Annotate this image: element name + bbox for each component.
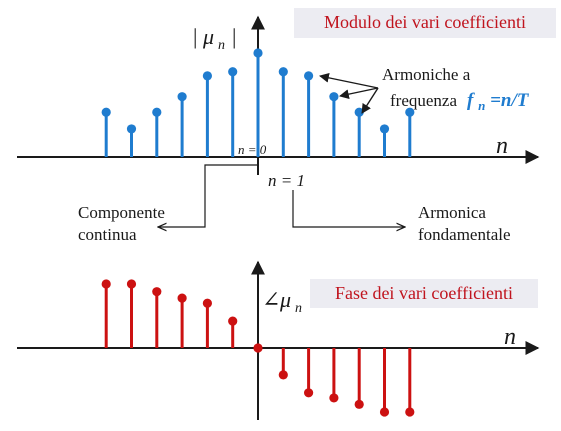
dc-label: Componente continua — [78, 203, 169, 244]
phase-panel: Fase dei vari coefficienti ∠ μ n n — [17, 260, 540, 420]
phase-title: Fase dei vari coefficienti — [335, 283, 513, 303]
phase-point-6 — [405, 407, 415, 417]
magnitude-stems — [101, 48, 415, 157]
magnitude-title: Modulo dei vari coefficienti — [324, 12, 526, 32]
magnitude-point-3 — [329, 92, 339, 102]
fundamental-arrow — [292, 190, 405, 227]
magnitude-title-box — [294, 8, 556, 38]
harmonics-formula: f n =n/T — [467, 90, 530, 115]
magnitude-x-label: n — [496, 133, 508, 159]
phase-point--3 — [177, 293, 187, 303]
harmonics-arrow-1 — [319, 72, 379, 89]
magnitude-point--5 — [126, 124, 137, 134]
magnitude-point-2 — [304, 71, 314, 81]
magnitude-point--1 — [228, 67, 238, 77]
dc-arrow — [158, 164, 258, 227]
magnitude-point--4 — [152, 107, 162, 117]
phase-point-3 — [329, 393, 339, 403]
fundamental-label: Armonica fondamentale — [418, 203, 511, 244]
phase-point--5 — [126, 279, 137, 289]
magnitude-point-1 — [278, 67, 288, 77]
harmonics-label-line2: frequenza — [390, 91, 457, 110]
magnitude-panel: Modulo dei vari coefficienti | μ n | n n… — [17, 8, 556, 244]
phase-point--2 — [202, 298, 212, 308]
phase-point--1 — [228, 316, 238, 326]
phase-point-2 — [304, 388, 314, 398]
magnitude-point-6 — [405, 107, 415, 117]
phase-y-label: ∠ μ n — [262, 287, 302, 316]
harmonics-arrow-2 — [339, 87, 379, 99]
n0-label: n = 0 — [238, 142, 267, 157]
harmonics-label-line1: Armoniche a — [382, 65, 471, 84]
phase-point-1 — [278, 370, 288, 380]
magnitude-point-5 — [379, 124, 390, 134]
phase-stems — [101, 279, 415, 417]
phase-point-5 — [379, 407, 390, 417]
phase-x-label: n — [504, 324, 516, 350]
magnitude-point--6 — [101, 107, 111, 117]
harmonics-arrow-3 — [361, 87, 379, 114]
n1-label: n = 1 — [268, 171, 305, 190]
phase-point-0 — [253, 343, 263, 353]
magnitude-y-label: | μ n | — [193, 24, 236, 54]
phase-point--6 — [101, 279, 111, 289]
phase-point-4 — [354, 399, 364, 409]
magnitude-point--2 — [202, 71, 212, 81]
magnitude-point--3 — [177, 92, 187, 102]
magnitude-point-0 — [253, 48, 263, 58]
phase-title-box — [310, 279, 538, 308]
phase-point--4 — [152, 287, 162, 297]
